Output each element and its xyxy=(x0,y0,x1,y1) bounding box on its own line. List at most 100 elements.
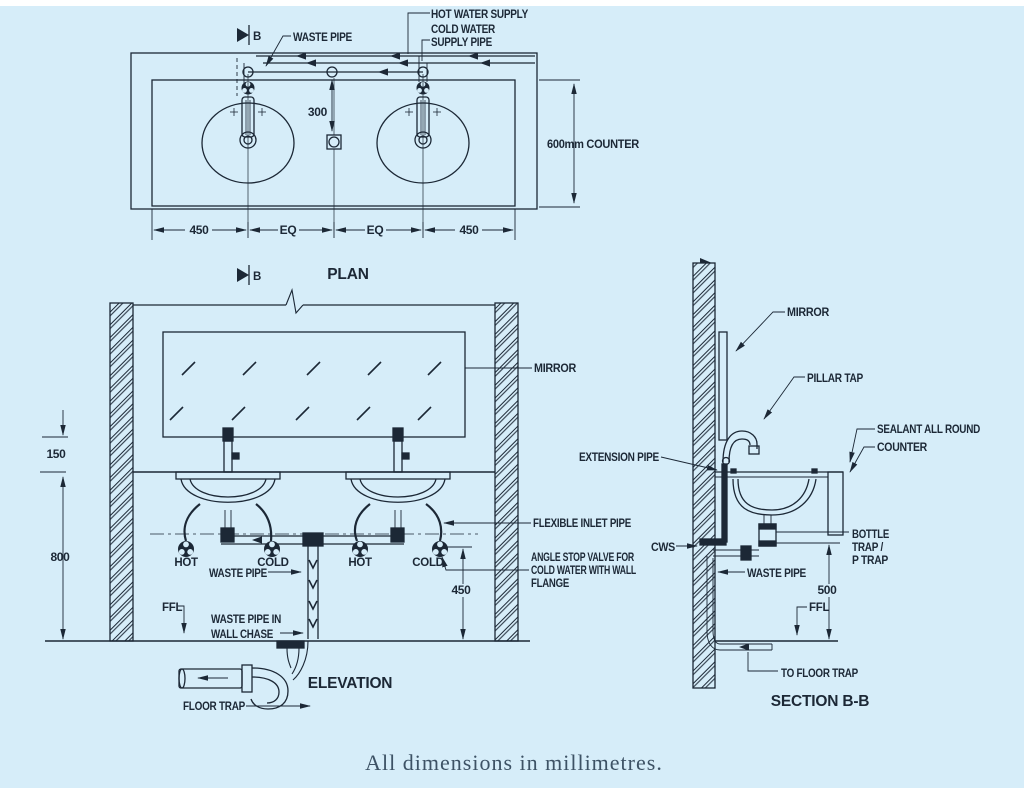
label-sealant: SEALANT ALL ROUND xyxy=(877,424,980,436)
section-counter-fascia xyxy=(827,471,844,536)
section-cws-pipe xyxy=(699,538,727,546)
label-cws: CWS xyxy=(651,542,676,554)
label-mirror-elevation: MIRROR xyxy=(534,363,577,375)
leader-cold-water-supply xyxy=(421,39,430,61)
section-extension-pipe xyxy=(721,463,728,543)
label-bottle-trap-line2: TRAP / xyxy=(852,542,884,554)
label-cold-right: COLD xyxy=(412,557,443,569)
section-mirror xyxy=(718,331,728,441)
label-cold-water-line2: SUPPLY PIPE xyxy=(431,37,493,49)
label-ffl-section: FFL xyxy=(809,602,829,614)
elevation-view xyxy=(40,287,532,710)
label-hot-right: HOT xyxy=(348,557,372,569)
plan-view xyxy=(130,12,580,285)
label-counter: COUNTER xyxy=(877,442,928,454)
section-bottle-trap xyxy=(758,515,777,547)
label-angle-stop-line3: FLANGE xyxy=(531,578,570,590)
label-mirror-section: MIRROR xyxy=(787,307,830,319)
section-basin xyxy=(730,468,818,516)
title-elevation: ELEVATION xyxy=(308,675,393,692)
elevation-wall-right xyxy=(494,302,519,642)
dim-450-left: 450 xyxy=(189,223,209,237)
leader-waste-pipe-plan xyxy=(265,35,291,67)
dim-eq1: EQ xyxy=(280,223,297,237)
section-marker-b-bottom xyxy=(237,265,250,285)
title-plan: PLAN xyxy=(327,266,368,283)
elevation-valve-cold-right xyxy=(431,540,449,558)
plan-waste-pipe-line xyxy=(242,66,429,78)
elevation-dimensions xyxy=(40,410,474,640)
label-cold-water-line1: COLD WATER xyxy=(431,24,496,36)
plan-dimensions xyxy=(151,79,580,240)
plan-tap-right xyxy=(405,74,441,230)
label-pillar-tap: PILLAR TAP xyxy=(807,373,864,385)
label-floor-trap: FLOOR TRAP xyxy=(183,701,246,713)
label-to-floor-trap: TO FLOOR TRAP xyxy=(781,668,859,680)
label-section-b-bottom: B xyxy=(253,271,261,283)
plan-tap-left xyxy=(230,74,266,230)
label-waste-pipe-elevation: WASTE PIPE xyxy=(209,568,268,580)
leader-angle-stop xyxy=(441,556,529,571)
section-ffl-marker xyxy=(794,606,807,636)
section-wall-break-tick xyxy=(700,258,712,263)
label-bottle-trap-line3: P TRAP xyxy=(852,555,889,567)
dim-450-elevation: 450 xyxy=(451,583,471,597)
section-view xyxy=(660,258,875,689)
label-600mm-counter: 600mm COUNTER xyxy=(547,139,640,151)
leader-extension-pipe xyxy=(660,456,718,471)
label-waste-pipe-plan: WASTE PIPE xyxy=(293,32,353,44)
plan-counter-outline xyxy=(151,79,516,207)
elevation-valve-hot-left xyxy=(177,540,195,558)
elevation-basin-left xyxy=(175,471,281,503)
label-waste-chase-line1: WASTE PIPE IN xyxy=(211,614,281,626)
leader-hot-water-supply xyxy=(407,12,430,54)
section-dimensions xyxy=(776,542,840,640)
dim-300: 300 xyxy=(308,105,328,119)
label-bottle-trap-line1: BOTTLE xyxy=(852,529,890,541)
label-flexible-inlet-pipe: FLEXIBLE INLET PIPE xyxy=(533,518,632,530)
label-cold-left: COLD xyxy=(257,557,288,569)
elevation-waste-pipe-vertical xyxy=(307,546,319,639)
section-pillar-tap xyxy=(721,430,760,466)
leader-counter xyxy=(849,446,875,473)
label-waste-chase-line2: WALL CHASE xyxy=(211,629,274,641)
labels: HOT WATER SUPPLY COLD WATER SUPPLY PIPE … xyxy=(46,9,980,775)
elevation-basin-right xyxy=(345,471,451,503)
elevation-wall-left xyxy=(109,302,134,642)
plan-supply-pipes xyxy=(236,52,535,96)
label-section-b-top: B xyxy=(253,31,261,43)
leader-sealant xyxy=(849,428,875,463)
label-extension-pipe: EXTENSION PIPE xyxy=(579,452,660,464)
leader-pillar-tap xyxy=(763,376,805,420)
elevation-valve-cold-left xyxy=(263,540,281,558)
elevation-mirror xyxy=(162,331,466,438)
plan-floor-drain xyxy=(326,78,342,230)
dim-eq2: EQ xyxy=(367,223,384,237)
elevation-flexible-pipes xyxy=(183,503,443,542)
label-ffl-elevation: FFL xyxy=(162,602,182,614)
dim-800: 800 xyxy=(50,550,70,564)
dim-450-right: 450 xyxy=(459,223,479,237)
section-marker-b-top xyxy=(237,25,250,45)
label-angle-stop-line2: COLD WATER WITH WALL xyxy=(531,565,636,577)
label-angle-stop-line1: ANGLE STOP VALVE FOR xyxy=(531,552,635,564)
elevation-valve-hot-right xyxy=(351,540,369,558)
label-waste-pipe-section: WASTE PIPE xyxy=(747,568,807,580)
section-wall xyxy=(692,262,716,689)
elevation-top-break-line xyxy=(133,287,495,315)
elevation-floor-trap xyxy=(178,640,309,710)
leader-mirror-section xyxy=(735,311,785,352)
label-hot-left: HOT xyxy=(174,557,198,569)
elevation-ffl-marker xyxy=(178,605,187,634)
caption: All dimensions in millimetres. xyxy=(365,750,663,775)
leader-to-floor-trap xyxy=(747,652,778,672)
elevation-waste-manifold xyxy=(150,510,478,547)
dim-500: 500 xyxy=(817,583,837,597)
dim-150: 150 xyxy=(46,447,66,461)
label-hot-water-supply: HOT WATER SUPPLY xyxy=(431,9,529,21)
elevation-tap-right xyxy=(392,427,410,473)
elevation-tap-left xyxy=(222,427,240,473)
title-section-bb: SECTION B-B xyxy=(771,693,870,710)
